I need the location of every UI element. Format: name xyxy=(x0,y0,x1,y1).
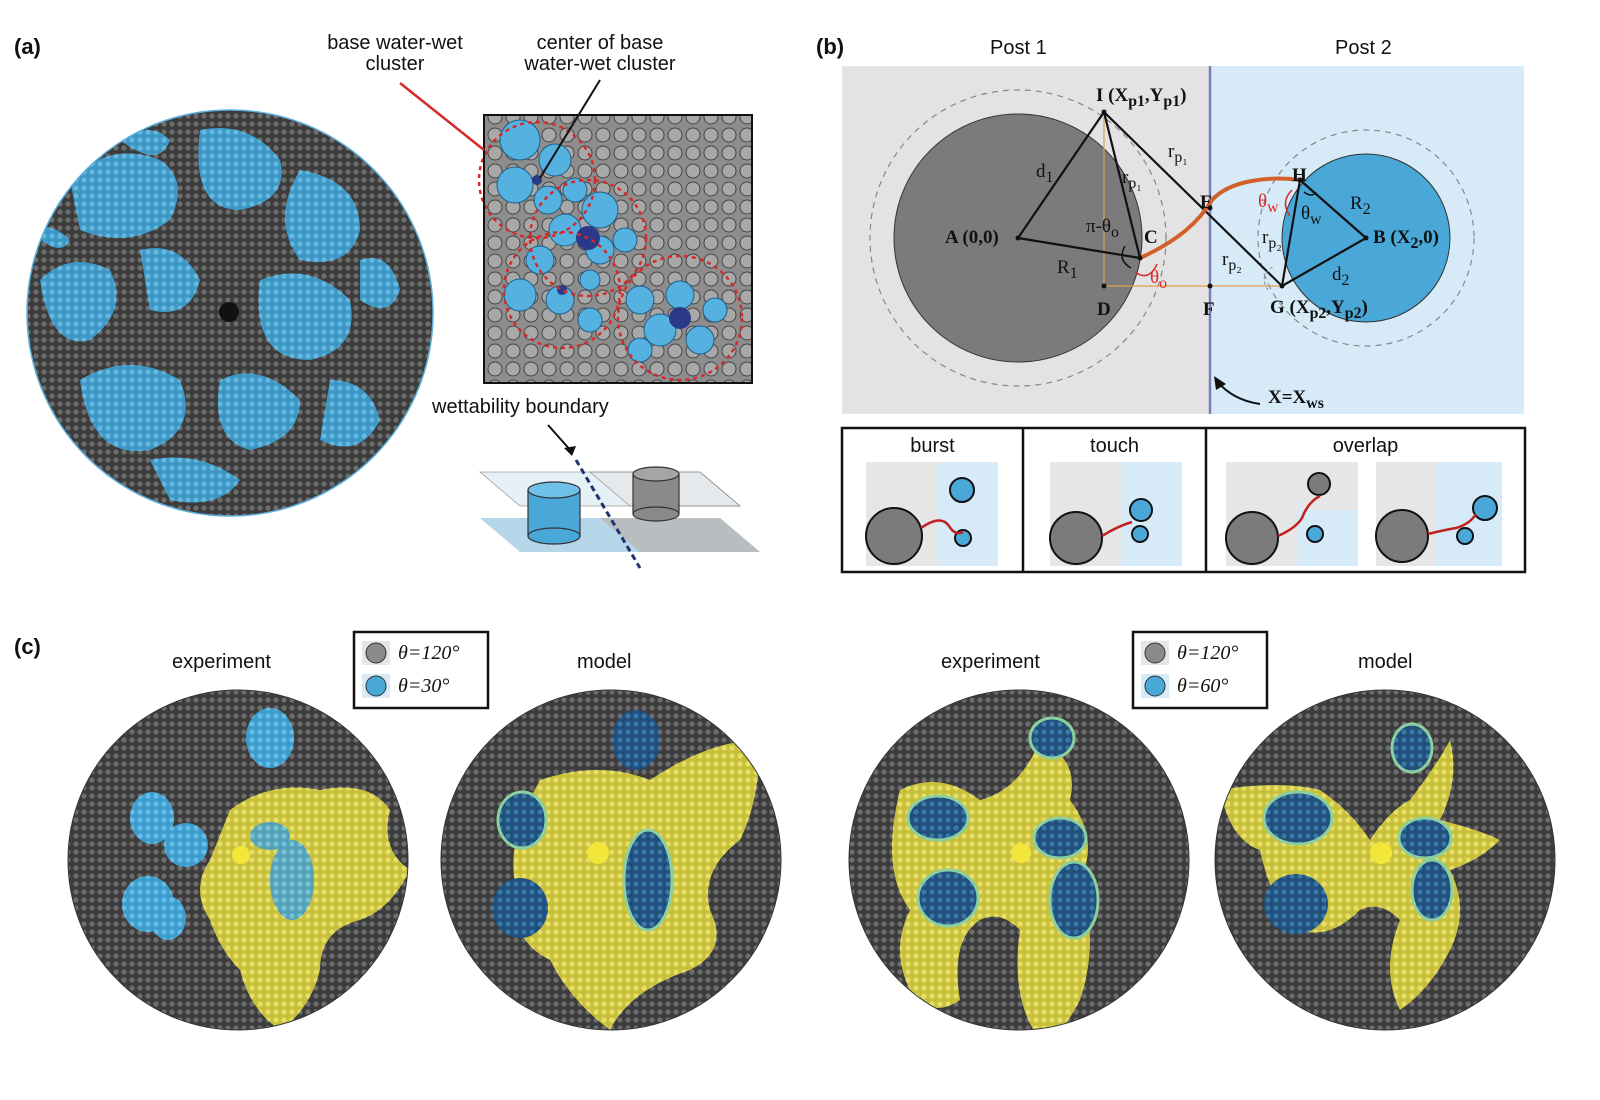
label-d1: d1 xyxy=(1036,161,1054,186)
point-F-label: F xyxy=(1203,299,1215,320)
legend-30-gray-text: θ=120° xyxy=(398,642,460,664)
porous-domain-a xyxy=(27,110,433,516)
legend-60 xyxy=(1131,630,1269,710)
point-A-label: A (0,0) xyxy=(945,227,999,248)
point-E-label: E xyxy=(1200,192,1213,213)
legend-30 xyxy=(352,630,490,710)
experiment-30-image xyxy=(68,690,408,1030)
post1-label: Post 1 xyxy=(990,37,1047,59)
cluster-inset xyxy=(477,114,753,384)
mode-burst-title: burst xyxy=(910,435,955,457)
model-30-image xyxy=(441,690,781,1030)
mode-overlap-title: overlap xyxy=(1332,435,1399,457)
label-theta-o: θo xyxy=(1150,267,1168,292)
label-theta-w: θw xyxy=(1301,203,1322,228)
experiment-60-image xyxy=(849,690,1189,1030)
point-G-label: G (Xp2,Yp2) xyxy=(1270,297,1368,322)
post2-label: Post 2 xyxy=(1335,37,1392,59)
label-rp2-outer: rp₂ xyxy=(1222,249,1242,274)
label-rp2-inner: rp₂ xyxy=(1262,227,1282,252)
cluster-callout-line xyxy=(399,82,485,151)
label-rp1-inner: rp₁ xyxy=(1122,167,1142,192)
panel-b-label: (b) xyxy=(816,34,845,59)
label-R1: R1 xyxy=(1057,257,1078,282)
legend-30-blue-text: θ=30° xyxy=(398,675,450,697)
center-callout-line xyxy=(539,79,601,179)
legend-60-gray-text: θ=120° xyxy=(1177,642,1239,664)
point-D-label: D xyxy=(1097,299,1111,320)
point-C-label: C xyxy=(1144,227,1158,248)
mode-burst-sketch xyxy=(865,462,998,566)
point-B-label: B (X2,0) xyxy=(1373,227,1439,252)
wettability-sketch xyxy=(478,424,760,569)
label-d2: d2 xyxy=(1332,264,1350,289)
model-label-1: model xyxy=(577,651,632,673)
label-rp1-outer: rp₁ xyxy=(1168,141,1188,166)
model-label-2: model xyxy=(1358,651,1413,673)
mode-touch-sketch xyxy=(1049,462,1182,566)
experiment-label-2: experiment xyxy=(941,651,1040,673)
model-60-image xyxy=(1215,690,1555,1030)
label-theta-w-red: θw xyxy=(1258,191,1279,216)
mode-touch-title: touch xyxy=(1090,435,1139,457)
callout-cluster-center: center of base water-wet cluster xyxy=(524,32,676,75)
panel-a-label: (a) xyxy=(14,34,41,59)
experiment-label-1: experiment xyxy=(172,651,271,673)
point-I-label: I (Xp1,Yp1) xyxy=(1096,85,1187,110)
panel-c-label: (c) xyxy=(14,634,41,659)
label-x-equals-xws: X=Xws xyxy=(1268,387,1324,412)
label-pi-minus-theta-o: π-θo xyxy=(1086,216,1119,241)
mode-overlap-sketch-1 xyxy=(1225,462,1358,566)
callout-base-cluster: base water-wet cluster xyxy=(327,32,463,75)
mode-overlap-sketch-2 xyxy=(1375,462,1502,566)
point-H-label: H xyxy=(1292,165,1307,186)
label-R2: R2 xyxy=(1350,193,1371,218)
wettability-boundary-label: wettability boundary xyxy=(432,396,609,418)
legend-60-blue-text: θ=60° xyxy=(1177,675,1229,697)
